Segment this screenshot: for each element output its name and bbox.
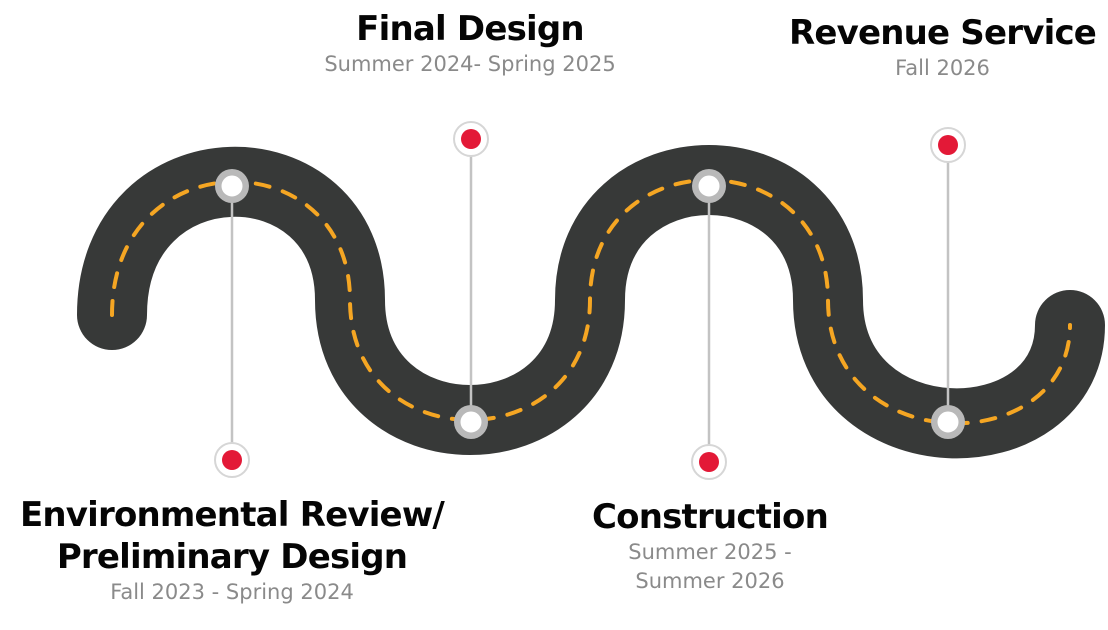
- milestone-date: Fall 2023 - Spring 2024: [110, 580, 354, 604]
- red-dot-marker-icon: [691, 444, 727, 480]
- red-dot-marker-icon: [214, 442, 250, 478]
- white-circle-waypoint-icon: [454, 405, 488, 439]
- milestone-environmental-review: Environmental Review/ Preliminary Design…: [0, 494, 464, 607]
- milestone-date: Fall 2026: [895, 56, 990, 80]
- road-center-dashes: [110, 178, 1072, 426]
- milestone-construction: Construction Summer 2025 - Summer 2026: [540, 496, 880, 596]
- milestone-final-design: Final Design Summer 2024- Spring 2025: [300, 8, 640, 79]
- milestone-title: Construction: [591, 497, 829, 537]
- white-circle-waypoint-icon: [215, 169, 249, 203]
- red-dot-marker-icon: [930, 127, 966, 163]
- milestone-title: Final Design: [356, 9, 584, 49]
- milestone-title: Revenue Service: [788, 13, 1097, 53]
- red-dot-marker-icon: [453, 121, 489, 157]
- white-circle-waypoint-icon: [692, 169, 726, 203]
- white-circle-waypoint-icon: [931, 405, 965, 439]
- milestone-title: Environmental Review/ Preliminary Design: [19, 495, 445, 577]
- milestone-date: Summer 2024- Spring 2025: [324, 52, 616, 76]
- milestone-date: Summer 2025 - Summer 2026: [628, 540, 792, 593]
- milestone-revenue-service: Revenue Service Fall 2026: [780, 12, 1105, 83]
